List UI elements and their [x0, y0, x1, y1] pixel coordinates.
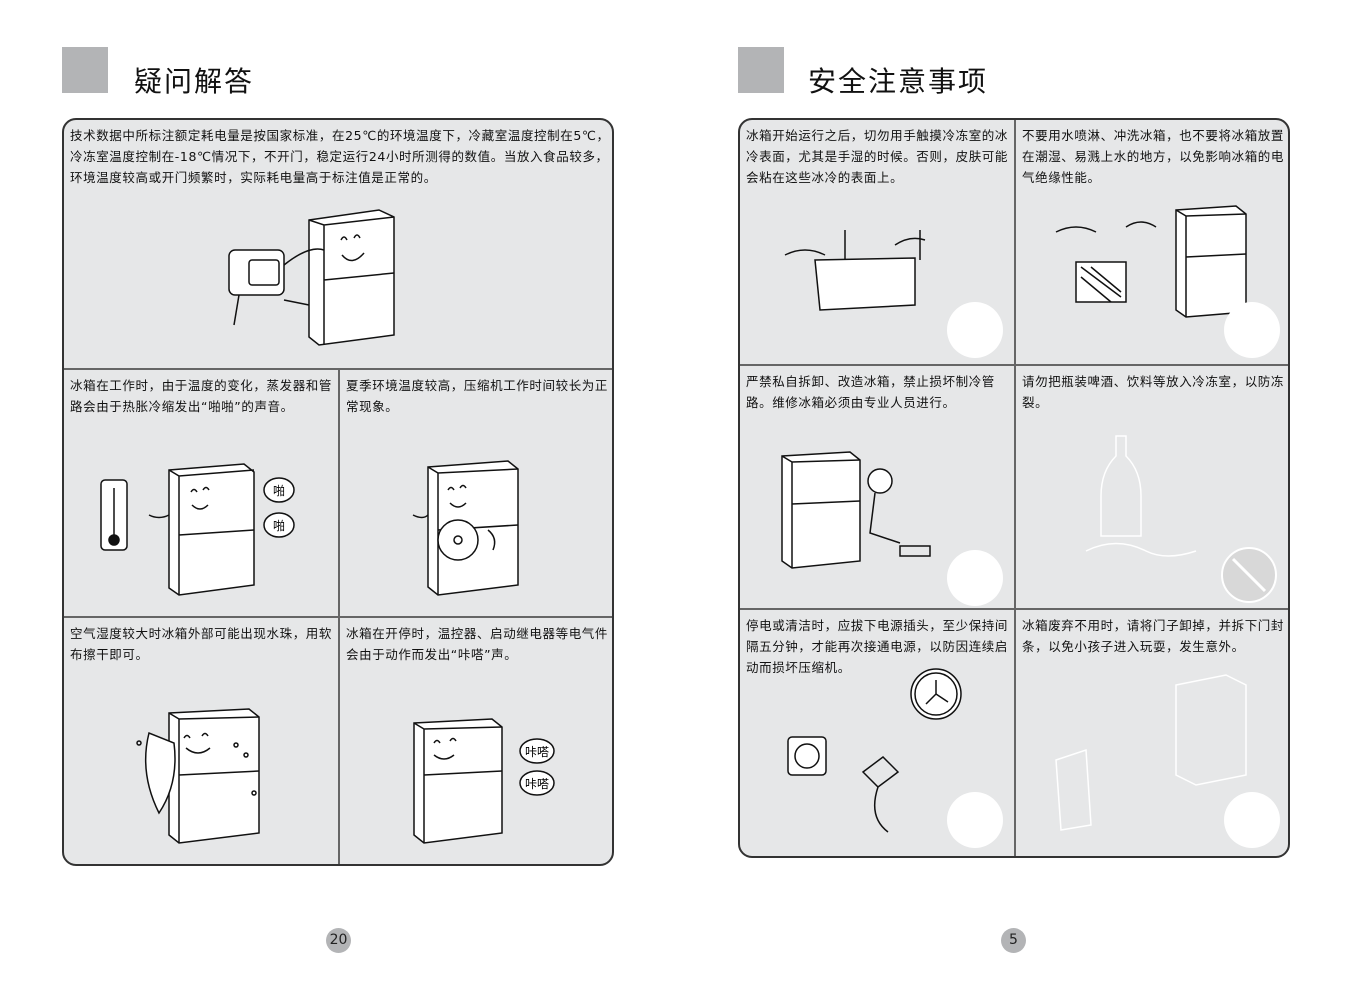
page-number: 5	[1001, 928, 1026, 953]
sound-bubble-text: 啪	[273, 518, 285, 533]
water-spray-fridge-illustration	[1055, 205, 1247, 318]
fridge-clicking-illustration: 咔嗒 咔嗒	[413, 718, 555, 844]
faq-item: 冰箱在工作时，由于温度的变化，蒸发器和管路会由于热胀冷缩发出“啪啪”的声音。 啪…	[64, 370, 340, 618]
blank-circle	[947, 550, 1003, 606]
safety-text: 严禁私自拆卸、改造冰箱，禁止损坏制冷管路。维修冰箱必须由专业人员进行。	[746, 374, 995, 410]
safety-text: 冰箱废弃不用时，请将门子卸掉，并拆下门封条，以免小孩子进入玩耍，发生意外。	[1022, 618, 1285, 654]
fridge-with-thermometer-illustration: 啪 啪	[100, 463, 295, 596]
safety-text: 冰箱开始运行之后，切勿用手触摸冷冻室的冰冷表面，尤其是手湿的时候。否则，皮肤可能…	[746, 128, 1009, 185]
discarded-fridge-illustration	[1055, 674, 1247, 831]
section-marker	[738, 47, 784, 93]
faq-text: 冰箱在开停时，温控器、启动继电器等电气件会由于动作而发出“咔嗒”声。	[346, 626, 609, 662]
safety-text: 不要用水喷淋、冲洗冰箱，也不要将冰箱放置在潮湿、易溅上水的地方，以免影响冰箱的电…	[1022, 128, 1285, 185]
blank-circle	[1224, 302, 1280, 358]
safety-text: 请勿把瓶装啤酒、饮料等放入冷冻室，以防冻裂。	[1022, 374, 1285, 410]
hands-freezer-illustration	[784, 230, 926, 311]
safety-item: 不要用水喷淋、冲洗冰箱，也不要将冰箱放置在潮湿、易溅上水的地方，以免影响冰箱的电…	[1016, 120, 1288, 366]
clock-and-plug-illustration	[787, 668, 962, 833]
safety-panel: 冰箱开始运行之后，切勿用手触摸冷冻室的冰冷表面，尤其是手湿的时候。否则，皮肤可能…	[738, 118, 1290, 858]
section-marker	[62, 47, 108, 93]
faq-item: 技术数据中所标注额定耗电量是按国家标准，在25℃的环境温度下，冷藏室温度控制在5…	[64, 120, 612, 370]
faq-text: 技术数据中所标注额定耗电量是按国家标准，在25℃的环境温度下，冷藏室温度控制在5…	[70, 128, 610, 185]
fridge-with-meter-illustration	[228, 209, 395, 346]
fridge-with-fan-illustration	[412, 460, 519, 596]
blank-circle	[947, 302, 1003, 358]
faq-item: 空气湿度较大时冰箱外部可能出现水珠，用软布擦干即可。	[64, 618, 340, 864]
no-sign-icon	[1221, 547, 1277, 603]
safety-item: 冰箱废弃不用时，请将门子卸掉，并拆下门封条，以免小孩子进入玩耍，发生意外。	[1016, 610, 1288, 856]
safety-item: 请勿把瓶装啤酒、饮料等放入冷冻室，以防冻裂。	[1016, 366, 1288, 610]
safety-text: 停电或清洁时，应拔下电源插头，至少保持间隔五分钟，才能再次接通电源，以防因连续启…	[746, 618, 1009, 675]
sound-bubble-text: 咔嗒	[525, 745, 549, 759]
safety-item: 停电或清洁时，应拔下电源插头，至少保持间隔五分钟，才能再次接通电源，以防因连续启…	[740, 610, 1016, 856]
faq-item: 冰箱在开停时，温控器、启动继电器等电气件会由于动作而发出“咔嗒”声。 咔嗒 咔嗒	[340, 618, 612, 864]
faq-text: 空气湿度较大时冰箱外部可能出现水珠，用软布擦干即可。	[70, 626, 333, 662]
page-title: 安全注意事项	[808, 65, 989, 98]
blank-circle	[947, 792, 1003, 848]
sound-bubble-text: 咔嗒	[525, 777, 549, 791]
faq-item: 夏季环境温度较高，压缩机工作时间较长为正常现象。	[340, 370, 612, 618]
faq-panel: 技术数据中所标注额定耗电量是按国家标准，在25℃的环境温度下，冷藏室温度控制在5…	[62, 118, 614, 866]
broken-bottle-illustration	[1085, 435, 1197, 557]
page-title: 疑问解答	[134, 65, 255, 98]
faq-text: 冰箱在工作时，由于温度的变化，蒸发器和管路会由于热胀冷缩发出“啪啪”的声音。	[70, 378, 333, 414]
blank-circle	[1224, 792, 1280, 848]
safety-item: 严禁私自拆卸、改造冰箱，禁止损坏制冷管路。维修冰箱必须由专业人员进行。	[740, 366, 1016, 610]
fridge-with-water-drops-illustration	[136, 708, 260, 844]
page-number: 20	[326, 928, 351, 953]
faq-text: 夏季环境温度较高，压缩机工作时间较长为正常现象。	[346, 378, 609, 414]
safety-item: 冰箱开始运行之后，切勿用手触摸冷冻室的冰冷表面，尤其是手湿的时候。否则，皮肤可能…	[740, 120, 1016, 366]
repair-fridge-illustration	[781, 451, 931, 569]
sound-bubble-text: 啪	[273, 483, 285, 498]
